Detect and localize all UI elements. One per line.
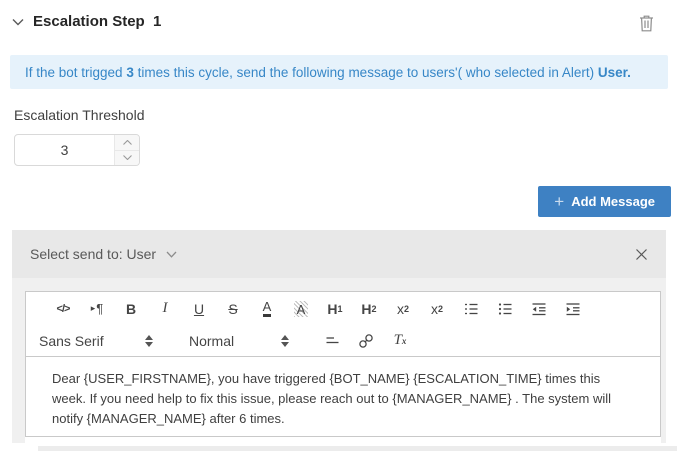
delete-step-trash-icon[interactable] bbox=[639, 15, 654, 32]
updown-arrows-icon bbox=[281, 334, 289, 347]
collapse-chevron-down-icon[interactable] bbox=[12, 18, 24, 26]
text-direction-icon[interactable]: ▸¶ bbox=[80, 294, 114, 324]
add-message-label: Add Message bbox=[571, 194, 655, 209]
spinner-down-icon[interactable] bbox=[115, 149, 139, 166]
highlight-color-icon[interactable]: A bbox=[284, 294, 318, 324]
italic-icon[interactable]: I bbox=[148, 294, 182, 324]
escalation-threshold-label: Escalation Threshold bbox=[14, 107, 145, 123]
info-banner: If the bot trigged 3 times this cycle, s… bbox=[10, 55, 668, 89]
threshold-number-input bbox=[14, 134, 140, 166]
ordered-list-icon[interactable] bbox=[454, 294, 488, 324]
strikethrough-icon[interactable]: S bbox=[216, 294, 250, 324]
close-message-x-icon[interactable] bbox=[635, 248, 648, 261]
spinner-up-icon[interactable] bbox=[115, 135, 139, 150]
bold-icon[interactable]: B bbox=[114, 294, 148, 324]
outdent-icon[interactable] bbox=[522, 294, 556, 324]
threshold-value-field[interactable] bbox=[15, 135, 114, 165]
banner-text: If the bot trigged bbox=[25, 64, 127, 80]
code-block-icon[interactable]: </> bbox=[46, 294, 80, 324]
threshold-spinner bbox=[114, 135, 139, 165]
underline-icon[interactable]: U bbox=[182, 294, 216, 324]
indent-icon[interactable] bbox=[556, 294, 590, 324]
message-card: Select send to: User </> ▸¶ B I U S bbox=[12, 230, 666, 443]
step-title: Escalation Step 1 bbox=[33, 13, 162, 30]
align-icon[interactable] bbox=[315, 326, 349, 356]
message-body-textarea[interactable]: Dear {USER_FIRSTNAME}, you have triggere… bbox=[52, 371, 612, 426]
step-header: Escalation Step 1 bbox=[12, 13, 161, 30]
banner-count: 3 bbox=[126, 64, 134, 80]
plus-icon: + bbox=[554, 192, 565, 211]
next-section-cutoff bbox=[38, 446, 677, 451]
message-card-header: Select send to: User bbox=[12, 230, 666, 278]
add-message-button[interactable]: + Add Message bbox=[538, 186, 671, 217]
send-to-select-label[interactable]: Select send to: User bbox=[30, 246, 157, 262]
paragraph-format-select[interactable]: Normal bbox=[189, 326, 289, 356]
text-color-icon[interactable]: A bbox=[250, 294, 284, 324]
link-icon[interactable] bbox=[349, 326, 383, 356]
font-family-select[interactable]: Sans Serif bbox=[39, 326, 153, 356]
bullet-list-icon[interactable] bbox=[488, 294, 522, 324]
send-to-chevron-down-icon[interactable] bbox=[166, 251, 177, 258]
banner-recipient: User. bbox=[597, 64, 631, 80]
banner-text-middle: times this cycle, send the following mes… bbox=[133, 64, 598, 80]
updown-arrows-icon bbox=[145, 334, 153, 347]
